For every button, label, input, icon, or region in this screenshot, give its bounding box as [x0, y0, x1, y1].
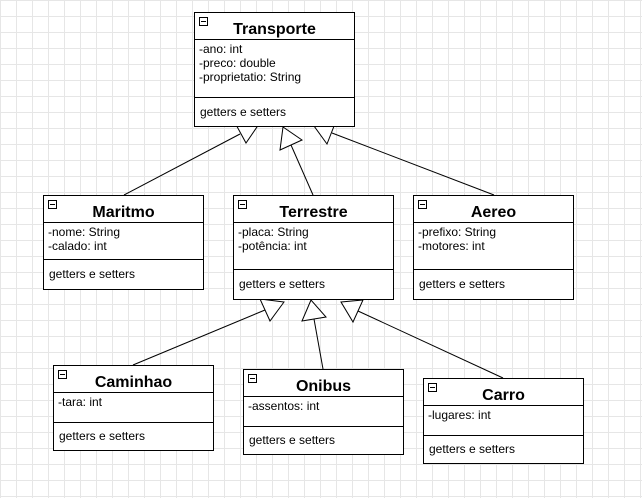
- attribute: -prefixo: String: [418, 225, 497, 239]
- collapse-icon[interactable]: [48, 200, 57, 209]
- operations-compartment: getters e setters: [54, 423, 213, 450]
- attribute: -potência: int: [238, 239, 307, 253]
- attribute: -preco: double: [199, 56, 276, 70]
- edge-onibus-terrestre[interactable]: [301, 299, 327, 370]
- attributes-compartment: -assentos: int: [244, 397, 403, 427]
- class-header: Onibus: [244, 370, 403, 397]
- class-transporte[interactable]: Transporte -ano: int -preco: double -pro…: [194, 12, 355, 127]
- attribute: -ano: int: [199, 42, 243, 56]
- edge-terrestre-transporte[interactable]: [279, 126, 314, 196]
- class-header: Transporte: [195, 13, 354, 40]
- operations-text: getters e setters: [249, 433, 336, 447]
- attributes-compartment: -ano: int -preco: double -proprietatio: …: [195, 40, 354, 98]
- attribute: -calado: int: [48, 239, 107, 253]
- generalization-arrowhead: [301, 299, 327, 322]
- operations-text: getters e setters: [419, 277, 506, 291]
- class-maritmo[interactable]: Maritmo -nome: String -calado: int gette…: [43, 195, 204, 290]
- class-header: Caminhao: [54, 366, 213, 393]
- class-name: Onibus: [295, 378, 352, 395]
- operations-compartment: getters e setters: [424, 436, 583, 463]
- class-header: Maritmo: [44, 196, 203, 223]
- collapse-icon[interactable]: [428, 383, 437, 392]
- operations-text: getters e setters: [49, 267, 136, 281]
- attributes-compartment: -nome: String -calado: int: [44, 223, 203, 260]
- attribute: -proprietatio: String: [199, 70, 302, 84]
- class-name: Aereo: [470, 204, 517, 221]
- attributes-compartment: -placa: String -potência: int: [234, 223, 393, 270]
- edge-caminhao-terrestre[interactable]: [132, 298, 285, 366]
- edge-aereo-transporte[interactable]: [313, 120, 495, 196]
- operations-compartment: getters e setters: [195, 98, 354, 127]
- class-header: Terrestre: [234, 196, 393, 223]
- generalization-arrowhead: [340, 299, 364, 324]
- class-name: Transporte: [233, 21, 316, 38]
- class-name: Terrestre: [279, 204, 348, 221]
- class-header: Aereo: [414, 196, 573, 223]
- class-name: Maritmo: [92, 204, 155, 221]
- generalization-arrowhead: [279, 126, 304, 151]
- operations-compartment: getters e setters: [244, 427, 403, 454]
- operations-text: getters e setters: [59, 429, 146, 443]
- attributes-compartment: -tara: int: [54, 393, 213, 423]
- edge-carro-terrestre[interactable]: [340, 299, 504, 379]
- attribute: -assentos: int: [248, 399, 320, 413]
- class-header: Carro: [424, 379, 583, 406]
- operations-compartment: getters e setters: [44, 260, 203, 289]
- collapse-icon[interactable]: [238, 200, 247, 209]
- edge-maritmo-transporte[interactable]: [123, 120, 260, 196]
- attributes-compartment: -lugares: int: [424, 406, 583, 436]
- collapse-icon[interactable]: [199, 17, 208, 26]
- operations-text: getters e setters: [200, 105, 287, 119]
- class-onibus[interactable]: Onibus -assentos: int getters e setters: [243, 369, 404, 455]
- operations-text: getters e setters: [429, 442, 516, 456]
- attributes-compartment: -prefixo: String -motores: int: [414, 223, 573, 270]
- operations-compartment: getters e setters: [414, 270, 573, 299]
- attribute: -tara: int: [58, 395, 103, 409]
- class-carro[interactable]: Carro -lugares: int getters e setters: [423, 378, 584, 464]
- generalization-arrowhead: [259, 298, 285, 322]
- attribute: -nome: String: [48, 225, 121, 239]
- collapse-icon[interactable]: [248, 374, 257, 383]
- attribute: -motores: int: [418, 239, 485, 253]
- collapse-icon[interactable]: [58, 370, 67, 379]
- attribute: -placa: String: [238, 225, 309, 239]
- class-aereo[interactable]: Aereo -prefixo: String -motores: int get…: [413, 195, 574, 300]
- attribute: -lugares: int: [428, 408, 491, 422]
- class-name: Caminhao: [94, 374, 173, 391]
- class-caminhao[interactable]: Caminhao -tara: int getters e setters: [53, 365, 214, 451]
- collapse-icon[interactable]: [418, 200, 427, 209]
- operations-text: getters e setters: [239, 277, 326, 291]
- operations-compartment: getters e setters: [234, 270, 393, 299]
- class-terrestre[interactable]: Terrestre -placa: String -potência: int …: [233, 195, 394, 300]
- class-name: Carro: [482, 387, 525, 404]
